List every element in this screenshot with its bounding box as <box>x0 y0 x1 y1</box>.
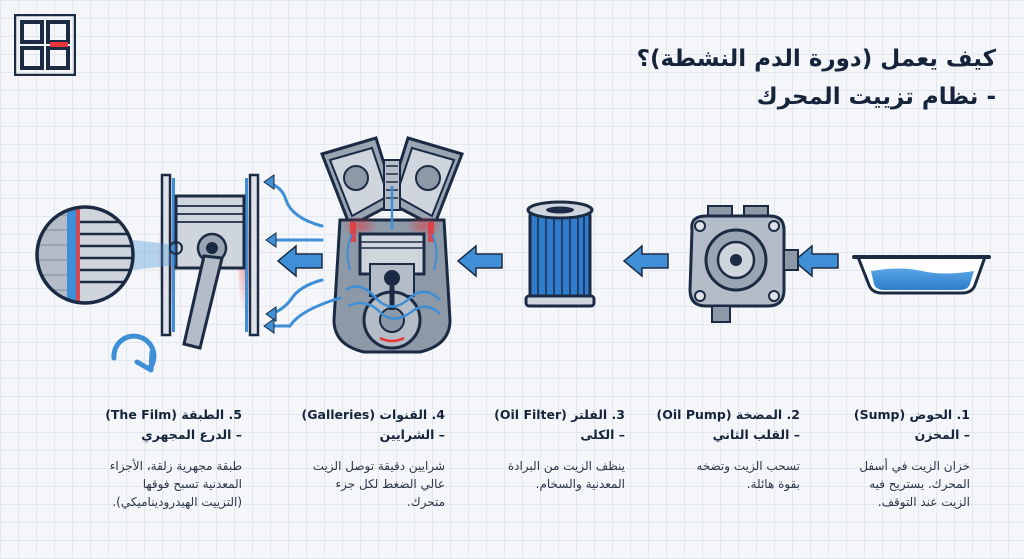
page-title: كيف يعمل (دورة الدم النشطة)؟ - نظام تزيي… <box>476 40 996 116</box>
step-description-line: عالي الضغط لكل جزء <box>335 477 445 491</box>
flow-arrow <box>792 244 839 278</box>
title-line-2: - نظام تزييت المحرك <box>756 84 996 110</box>
oil-sump-icon <box>852 255 991 295</box>
step-description-line: طبقة مجهرية زلقة، الأجزاء <box>109 459 242 473</box>
step-heading: 3. الفلتر (Oil Filter) <box>494 407 625 422</box>
step-description: طبقة مجهرية زلقة، الأجزاء المعدنية تسبح … <box>62 457 242 511</box>
step-description-line: بقوة هائلة. <box>746 477 800 491</box>
step-subheading: – الكلى <box>580 427 625 442</box>
step-sump: 1. الحوض (Sump) – المخزن خزان الزيت في أ… <box>800 405 970 511</box>
step-description: ينظف الزيت من البرادة المعدنية والسخام. <box>455 457 625 493</box>
step-description-line: المحرك. يستريح فيه <box>869 477 970 491</box>
step-heading: 1. الحوض (Sump) <box>853 407 970 422</box>
step-description-line: المعدنية والسخام. <box>535 477 625 491</box>
steps-row: 1. الحوض (Sump) – المخزن خزان الزيت في أ… <box>0 405 1024 555</box>
step-heading: 2. المضخة (Oil Pump) <box>656 407 800 422</box>
step-description-line: تسحب الزيت وتضخه <box>696 459 800 473</box>
step-description-line: شرايين دقيقة توصل الزيت <box>312 459 445 473</box>
step-pump: 2. المضخة (Oil Pump) – القلب الثاني تسحب… <box>630 405 800 493</box>
lubrication-flow-diagram <box>35 136 991 373</box>
flow-arrow <box>263 174 277 334</box>
step-subheading: – الشرايين <box>379 427 445 442</box>
step-galleries: 4. القنوات (Galleries) – الشرايين شرايين… <box>275 405 445 511</box>
step-filter: 3. الفلتر (Oil Filter) – الكلى ينظف الزي… <box>455 405 625 493</box>
piston-film-icon <box>133 173 260 350</box>
step-description-line: متحرك. <box>406 495 445 509</box>
flow-arrow <box>276 244 323 278</box>
step-heading: 5. الطبقة (The Film) <box>105 407 242 422</box>
flow-arrow <box>456 244 503 278</box>
step-heading: 4. القنوات (Galleries) <box>301 407 445 422</box>
step-subheading: – الدرع المجهري <box>141 427 242 442</box>
engine-galleries-icon <box>320 136 464 354</box>
step-description-line: ينظف الزيت من البرادة <box>507 459 625 473</box>
step-description-line: خزان الزيت في أسفل <box>859 459 970 473</box>
oil-pump-icon <box>688 205 799 323</box>
step-film: 5. الطبقة (The Film) – الدرع المجهري طبق… <box>62 405 242 511</box>
cycle-icon <box>111 333 157 373</box>
step-subheading: – المخزن <box>914 427 970 442</box>
title-line-1: كيف يعمل (دورة الدم النشطة)؟ <box>636 46 996 72</box>
step-description-line: الزيت عند التوقف. <box>877 495 970 509</box>
step-description-line: (التزييت الهيدروديناميكي). <box>112 495 242 509</box>
step-description: شرايين دقيقة توصل الزيت عالي الضغط لكل ج… <box>275 457 445 511</box>
step-description: تسحب الزيت وتضخه بقوة هائلة. <box>630 457 800 493</box>
step-description: خزان الزيت في أسفل المحرك. يستريح فيه ال… <box>800 457 970 511</box>
logo-mark <box>14 14 76 76</box>
oil-filter-icon <box>524 200 596 308</box>
flow-arrow <box>622 244 669 278</box>
step-subheading: – القلب الثاني <box>712 427 800 442</box>
magnifier-icon <box>35 205 135 305</box>
step-description-line: المعدنية تسبح فوقها <box>142 477 242 491</box>
